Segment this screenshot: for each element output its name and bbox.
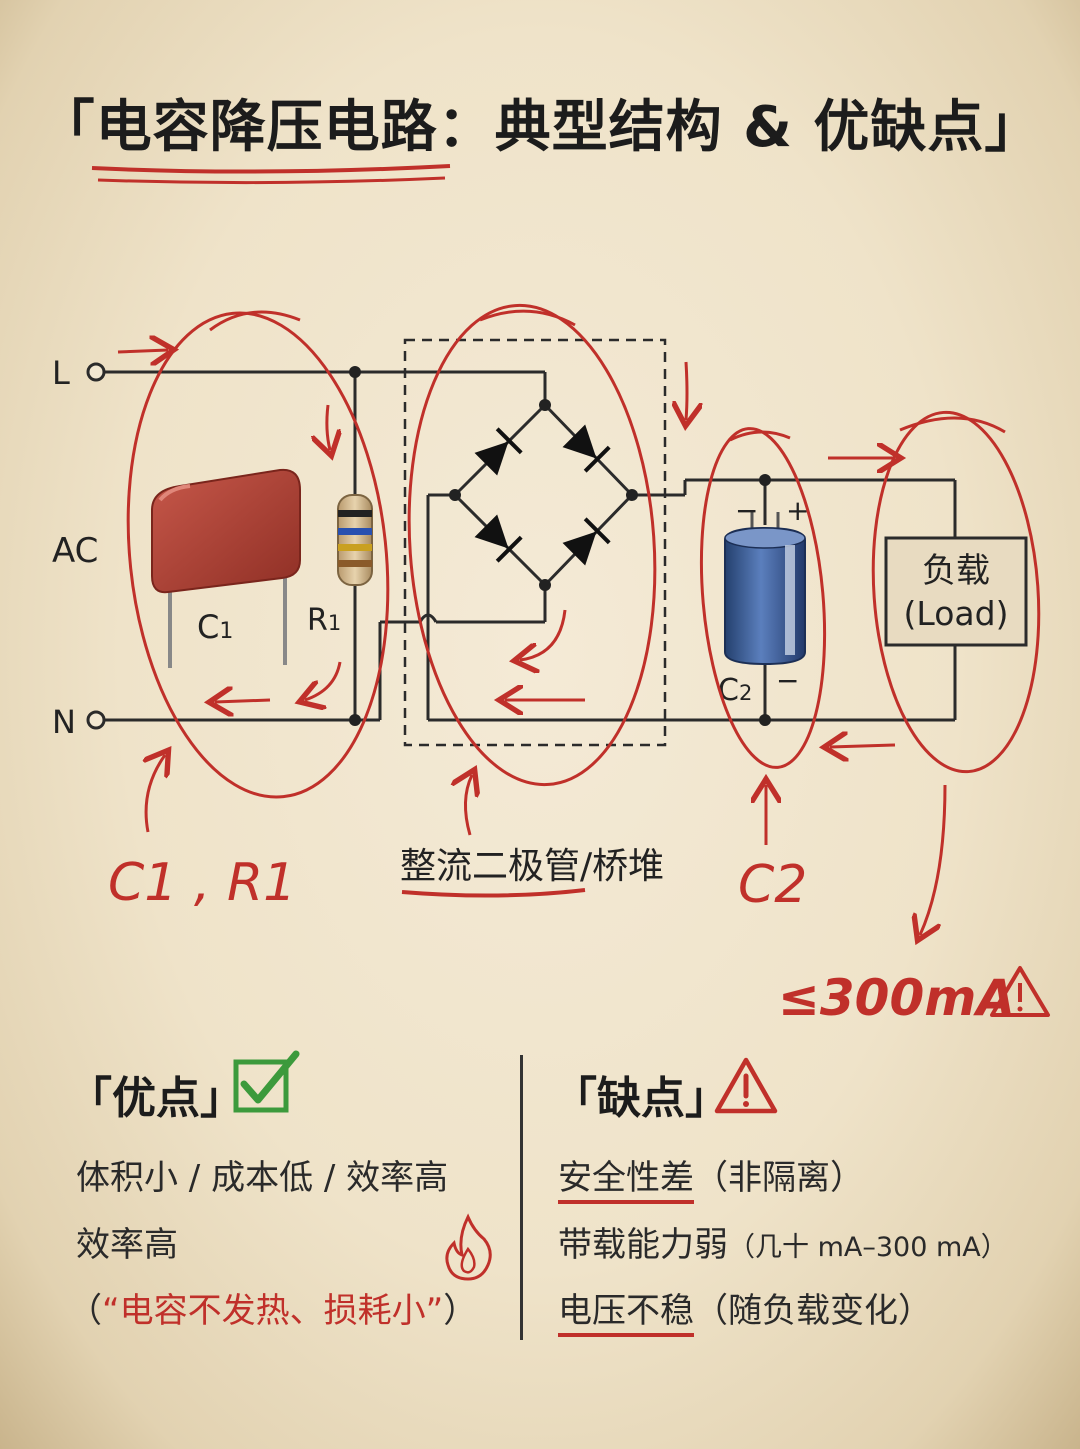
page-title: 「电容降压电路：典型结构 & 优缺点」 (38, 95, 1042, 160)
cons-line-1: 安全性差（非隔离） (558, 1150, 864, 1204)
label-n: N (52, 703, 76, 741)
film-capacitor-icon (151, 468, 301, 668)
c2-plus: + (786, 494, 809, 527)
cons-line-3: 电压不稳（随负载变化） (558, 1283, 932, 1337)
annotation-current: ≤300mA (778, 969, 1015, 1027)
label-l: L (52, 354, 70, 392)
bridge-underline (401, 888, 586, 898)
pros-line-2: 效率高 (76, 1225, 178, 1265)
annotation-c1r1: C1 , R1 (108, 853, 296, 913)
fire-icon (445, 1213, 492, 1281)
c2-minus-top: − (735, 494, 758, 527)
highlight-ellipses (126, 303, 1041, 799)
c1-label: C1 (197, 608, 233, 646)
current-arrows (117, 350, 947, 935)
warning-triangle-icon (714, 1057, 778, 1114)
cons-title: 「缺点」 (553, 1073, 729, 1124)
electrolytic-capacitor-icon (724, 512, 806, 666)
resistor-icon (337, 494, 373, 586)
c2-minus: − (776, 664, 799, 697)
wires (104, 370, 957, 722)
cons-line-2: 带载能力弱（几十 mA–300 mA） (558, 1225, 1008, 1265)
diode-icon (474, 424, 611, 566)
annotation-bridge: 整流二极管/桥堆 (400, 846, 664, 887)
load-label-en: (Load) (904, 594, 1009, 633)
check-icon (233, 1050, 300, 1113)
load-label-cn: 负载 (922, 551, 990, 591)
pros-line-1: 体积小 / 成本低 / 效率高 (76, 1158, 449, 1198)
terminals (86, 362, 771, 730)
pros-line-3: （“电容不发热、损耗小”） (68, 1291, 478, 1331)
bridge-box (403, 338, 667, 747)
load-box (884, 536, 1028, 647)
pros-title: 「优点」 (68, 1073, 244, 1124)
section-divider (520, 1055, 523, 1340)
annotation-c2: C2 (738, 855, 807, 915)
r1-label: R1 (307, 603, 341, 638)
label-ac: AC (52, 531, 98, 571)
warning-icon (990, 966, 1050, 1017)
